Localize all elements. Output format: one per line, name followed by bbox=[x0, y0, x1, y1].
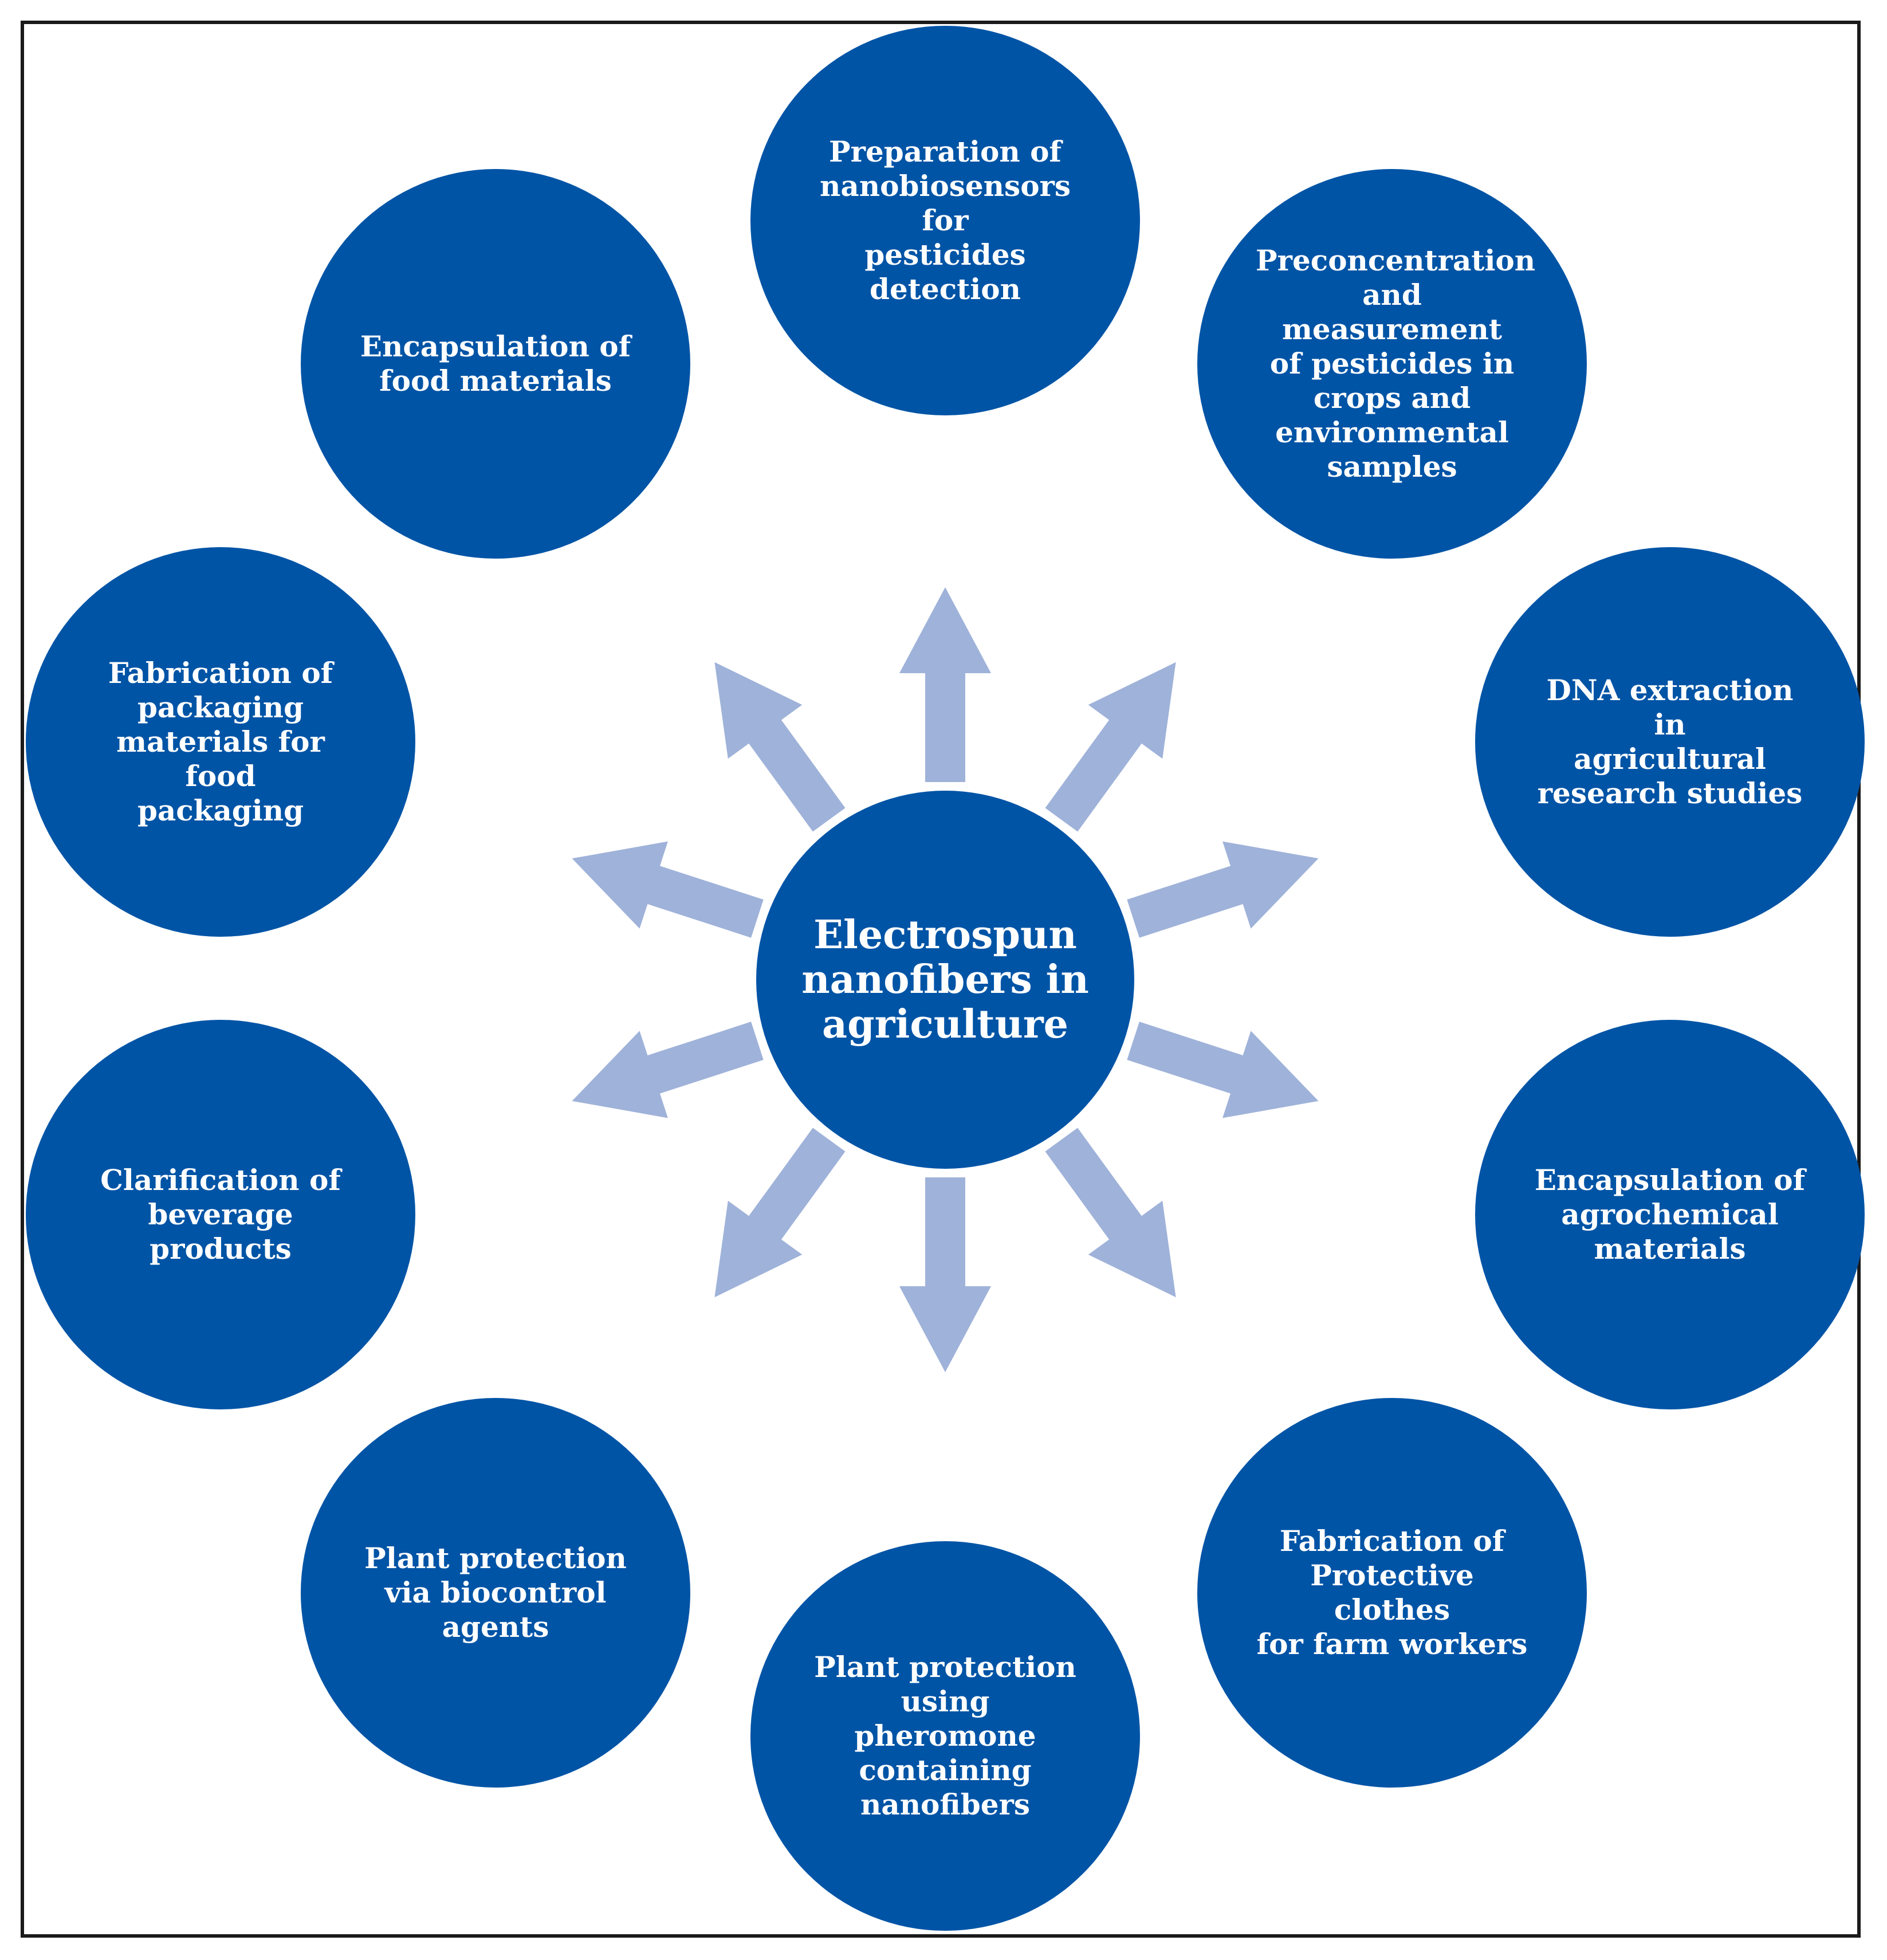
arrow-9 bbox=[714, 662, 846, 832]
application-node-biocontrol-protection: Plant protection via biocontrol agents bbox=[301, 1398, 690, 1788]
center-node: Electrospun nanofibers in agriculture bbox=[756, 791, 1134, 1169]
arrow-3 bbox=[1127, 1022, 1319, 1118]
application-label: Preparation of nanobiosensors for pestic… bbox=[819, 135, 1071, 306]
arrow-6 bbox=[714, 1128, 846, 1298]
application-label: Encapsulation of agrochemical materials bbox=[1534, 1163, 1806, 1266]
application-node-protective-clothes: Fabrication of Protective clothes for fa… bbox=[1197, 1398, 1587, 1788]
application-node-food-encapsulation: Encapsulation of food materials bbox=[301, 169, 690, 559]
center-node-label: Electrospun nanofibers in agriculture bbox=[801, 912, 1089, 1047]
application-node-nanobiosensors: Preparation of nanobiosensors for pestic… bbox=[750, 26, 1140, 415]
application-label: Fabrication of packaging materials for f… bbox=[108, 656, 333, 827]
application-label: Clarification of beverage products bbox=[100, 1163, 341, 1266]
application-node-beverage-clarification: Clarification of beverage products bbox=[26, 1020, 415, 1409]
figure-frame bbox=[21, 21, 1861, 1938]
application-label: Plant protection using pheromone contain… bbox=[814, 1650, 1076, 1821]
application-label: Preconcentration and measurement of pest… bbox=[1256, 243, 1536, 484]
application-label: Fabrication of Protective clothes for fa… bbox=[1256, 1524, 1528, 1661]
application-node-packaging-fabrication: Fabrication of packaging materials for f… bbox=[26, 547, 415, 937]
arrow-8 bbox=[572, 841, 764, 938]
application-label: Plant protection via biocontrol agents bbox=[364, 1541, 627, 1644]
application-node-pheromone-protection: Plant protection using pheromone contain… bbox=[750, 1541, 1140, 1931]
application-node-dna-extraction: DNA extraction in agricultural research … bbox=[1475, 547, 1865, 937]
arrow-4 bbox=[1045, 1128, 1176, 1298]
arrow-0 bbox=[899, 587, 991, 782]
application-label: DNA extraction in agricultural research … bbox=[1537, 673, 1803, 810]
arrow-5 bbox=[899, 1177, 991, 1372]
application-node-agrochemical-encapsulation: Encapsulation of agrochemical materials bbox=[1475, 1020, 1865, 1409]
arrow-1 bbox=[1045, 662, 1176, 832]
arrow-2 bbox=[1127, 841, 1319, 938]
arrow-7 bbox=[572, 1022, 764, 1118]
application-node-preconcentration: Preconcentration and measurement of pest… bbox=[1197, 169, 1587, 559]
application-label: Encapsulation of food materials bbox=[360, 329, 631, 398]
